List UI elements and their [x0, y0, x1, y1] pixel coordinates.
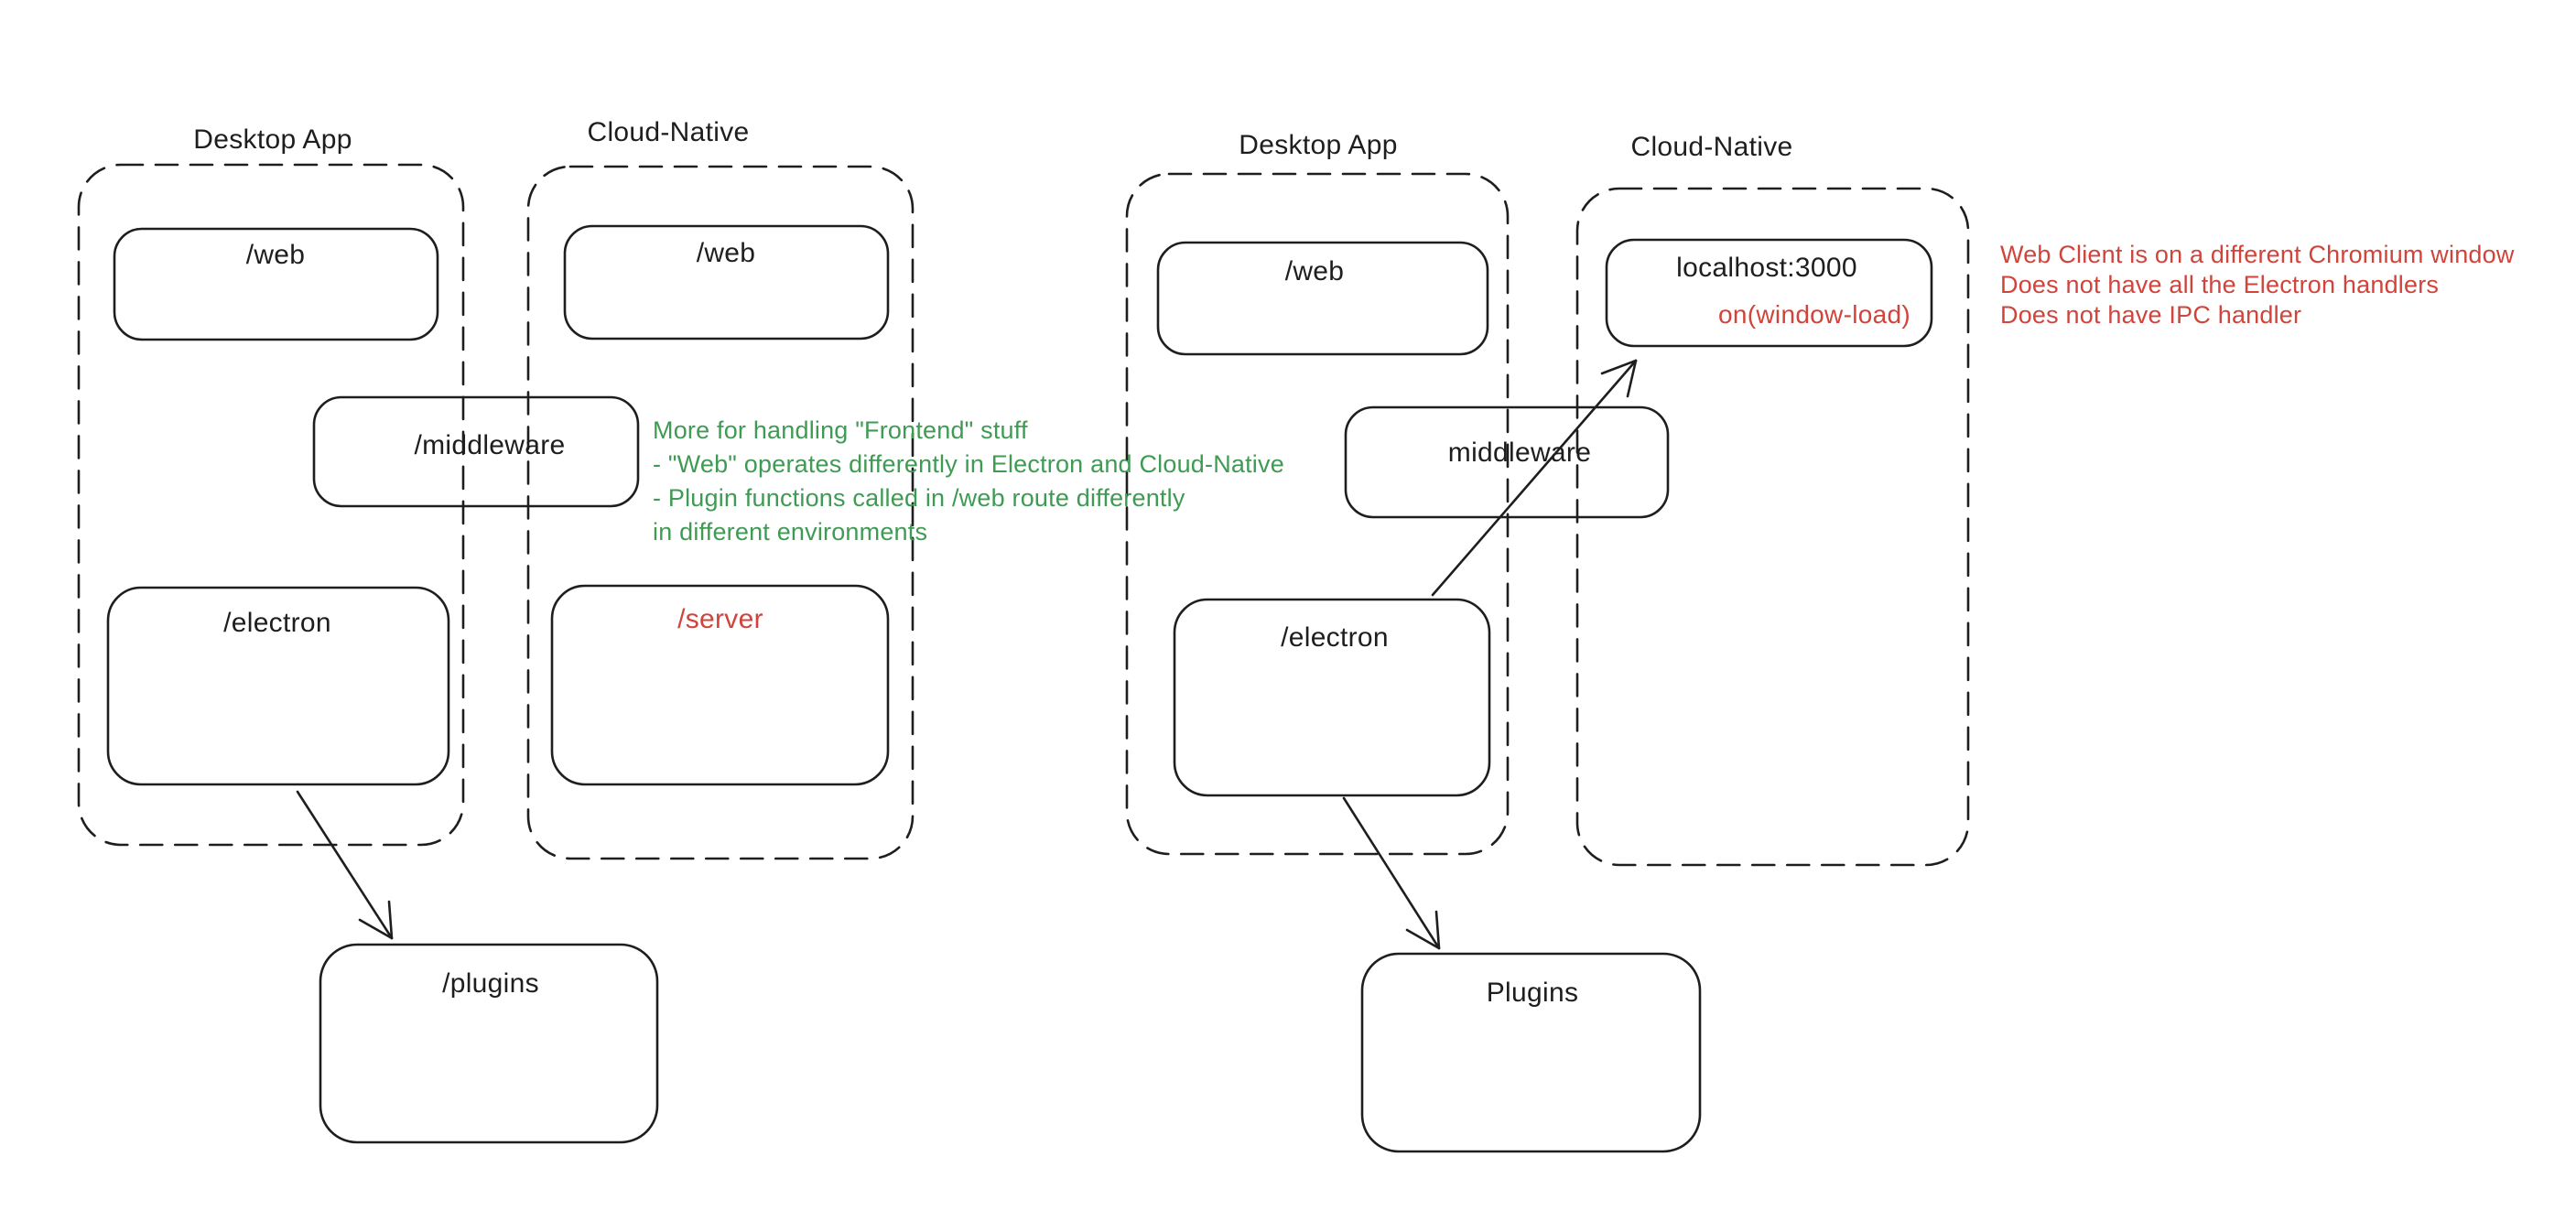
right-middleware-box — [1344, 405, 1670, 519]
left-desktop-app-container — [77, 163, 465, 847]
left-desktop-web-label: /web — [245, 240, 306, 270]
right-desktop-app-title: Desktop App — [1239, 130, 1398, 160]
red-annotation-line: Web Client is on a different Chromium wi… — [2000, 241, 2515, 268]
green-annotation-line: More for handling "Frontend" stuff — [653, 416, 1028, 444]
arrow-electron-to-plugins-right — [1342, 796, 1441, 950]
right-electron-box — [1173, 598, 1491, 797]
green-annotation-line: in different environments — [653, 518, 928, 546]
red-annotation: Web Client is on a different Chromium wi… — [2000, 240, 2515, 330]
left-server-box — [550, 584, 890, 786]
right-plugins-label: Plugins — [1486, 978, 1579, 1008]
arrow-electron-to-localhost — [1431, 359, 1638, 597]
green-annotation-line: - "Web" operates differently in Electron… — [653, 450, 1284, 478]
left-cloud-web-box — [563, 224, 890, 340]
left-plugins-label: /plugins — [442, 968, 539, 999]
right-desktop-app-container — [1125, 172, 1510, 856]
green-annotation-line: - Plugin functions called in /web route … — [653, 484, 1185, 512]
right-window-load-label: on(window-load) — [1718, 300, 1910, 329]
right-cloud-native-title: Cloud-Native — [1630, 132, 1793, 162]
red-annotation-line: Does not have all the Electron handlers — [2000, 271, 2440, 298]
right-localhost-box — [1605, 238, 1933, 348]
left-plugins-box — [319, 943, 659, 1144]
left-middleware-label: /middleware — [414, 430, 566, 460]
left-electron-box — [106, 586, 450, 786]
green-annotation: More for handling "Frontend" stuff - "We… — [653, 414, 1284, 549]
right-cloud-native-container — [1575, 187, 1970, 867]
left-desktop-web-box — [113, 227, 439, 341]
left-middleware-box — [312, 395, 640, 508]
left-cloud-native-container — [526, 165, 915, 860]
right-electron-label: /electron — [1281, 622, 1389, 653]
right-middleware-label: middleware — [1447, 438, 1592, 468]
red-annotation-line: Does not have IPC handler — [2000, 301, 2302, 329]
right-web-box — [1156, 241, 1489, 356]
left-electron-label: /electron — [223, 608, 331, 638]
arrow-electron-to-plugins — [296, 790, 394, 940]
left-server-label: /server — [677, 604, 763, 634]
left-desktop-app-title: Desktop App — [193, 124, 352, 155]
left-cloud-web-label: /web — [696, 238, 756, 268]
right-web-label: /web — [1284, 256, 1345, 286]
left-cloud-native-title: Cloud-Native — [587, 117, 750, 147]
right-localhost-label: localhost:3000 — [1676, 253, 1857, 283]
right-plugins-box — [1360, 952, 1702, 1153]
